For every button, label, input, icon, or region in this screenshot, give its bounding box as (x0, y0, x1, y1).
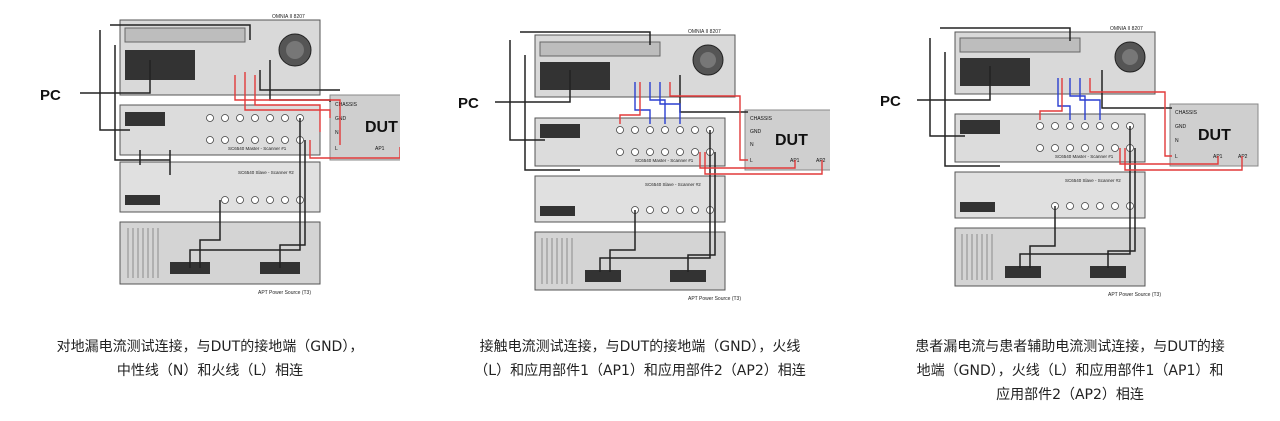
caption-3-line-1: 患者漏电流与患者辅助电流测试连接，与DUT的接 (915, 339, 1225, 355)
blue-wires (634, 82, 681, 124)
wiring-diagram-2: OMNIA II 8207 SC6540 Master - Scanner #1… (458, 29, 830, 302)
n-label: N (750, 142, 754, 148)
caption-3-line-3: 应用部件2（AP2）相连 (996, 387, 1144, 403)
caption-1-line-1: 对地漏电流测试连接，与DUT的接地端（GND）， (56, 339, 364, 355)
chassis-label: CHASSIS (335, 102, 358, 108)
chassis-label: CHASSIS (1175, 110, 1198, 116)
omnia-analyzer: OMNIA II 8207 (954, 26, 1156, 95)
ap2-label: AP2 (1238, 154, 1248, 160)
l-label: L (750, 158, 753, 164)
live-wires (619, 82, 823, 175)
ground-wires (495, 31, 748, 272)
dut-label: DUT (365, 119, 398, 136)
omnia-label: OMNIA II 8207 (1110, 26, 1143, 32)
diagram-panel-1: OMNIA II 8207 SC6540 Master - Scanner #1… (20, 0, 400, 421)
dut-box: DUT CHASSIS GND N L AP1 AP2 (329, 94, 400, 161)
pc-label: PC (458, 95, 479, 112)
gnd-label: GND (750, 129, 762, 135)
dut-label: DUT (1198, 127, 1231, 144)
ground-wires (80, 24, 340, 268)
caption-2-line-1: 接触电流测试连接，与DUT的接地端（GND），火线 (479, 339, 801, 355)
diagram-panel-2: OMNIA II 8207 SC6540 Master - Scanner #1… (450, 0, 830, 421)
caption-2-line-2: （L）和应用部件1（AP1）和应用部件2（AP2）相连 (474, 363, 806, 379)
master-label: SC6540 Master - Scanner #1 (228, 146, 287, 151)
omnia-label: OMNIA II 8207 (272, 14, 305, 20)
caption-1: 对地漏电流测试连接，与DUT的接地端（GND）， 中性线（N）和火线（L）相连 (20, 335, 400, 383)
master-scanner: SC6540 Master - Scanner #1 (119, 104, 321, 156)
power-label: APT Power Source (T3) (688, 296, 741, 302)
pc-label: PC (40, 87, 61, 104)
power-label: APT Power Source (T3) (258, 290, 311, 296)
slave-label: SC6540 Slave - Scanner #2 (238, 170, 294, 175)
master-label: SC6540 Master - Scanner #1 (635, 158, 694, 163)
slave-label: SC6540 Slave - Scanner #2 (645, 182, 701, 187)
l-label: L (335, 146, 338, 152)
diagram-panel-3: OMNIA II 8207 SC6540 Master - Scanner #1… (880, 0, 1260, 421)
master-scanner: SC6540 Master - Scanner #1 (534, 117, 726, 167)
caption-3-line-2: 地端（GND），火线（L）和应用部件1（AP1）和 (916, 363, 1224, 379)
n-label: N (335, 130, 339, 136)
chassis-label: CHASSIS (750, 116, 773, 122)
n-label: N (1175, 138, 1179, 144)
slave-scanner: SC6540 Slave - Scanner #2 (954, 171, 1146, 219)
caption-2: 接触电流测试连接，与DUT的接地端（GND），火线 （L）和应用部件1（AP1）… (450, 335, 830, 383)
dut-box: DUT CHASSIS GND N L AP1 AP2 (1169, 103, 1259, 167)
power-source: APT Power Source (T3) (534, 231, 741, 302)
ap1-label: AP1 (375, 146, 385, 152)
caption-3: 患者漏电流与患者辅助电流测试连接，与DUT的接 地端（GND），火线（L）和应用… (880, 335, 1260, 407)
pc-label: PC (880, 93, 901, 110)
wiring-diagram-3: OMNIA II 8207 SC6540 Master - Scanner #1… (880, 26, 1259, 298)
master-label: SC6540 Master - Scanner #1 (1055, 154, 1114, 159)
live-wires (1039, 78, 1243, 171)
ap2-label: AP2 (816, 158, 826, 164)
gnd-label: GND (335, 116, 347, 122)
l-label: L (1175, 154, 1178, 160)
ground-wires (917, 27, 1172, 268)
wiring-diagram-1: OMNIA II 8207 SC6540 Master - Scanner #1… (40, 14, 400, 296)
blue-wires (1057, 78, 1101, 120)
slave-label: SC6540 Slave - Scanner #2 (1065, 178, 1121, 183)
omnia-label: OMNIA II 8207 (688, 29, 721, 35)
caption-1-line-2: 中性线（N）和火线（L）相连 (116, 363, 304, 379)
live-wires (234, 72, 400, 159)
dut-box: DUT CHASSIS GND N L AP1 AP2 (744, 109, 830, 171)
slave-scanner: SC6540 Slave - Scanner #2 (534, 175, 726, 223)
power-label: APT Power Source (T3) (1108, 292, 1161, 298)
gnd-label: GND (1175, 124, 1187, 130)
master-scanner: SC6540 Master - Scanner #1 (954, 113, 1146, 163)
dut-label: DUT (775, 132, 808, 149)
power-source: APT Power Source (T3) (954, 227, 1161, 298)
omnia-analyzer: OMNIA II 8207 (119, 14, 321, 96)
